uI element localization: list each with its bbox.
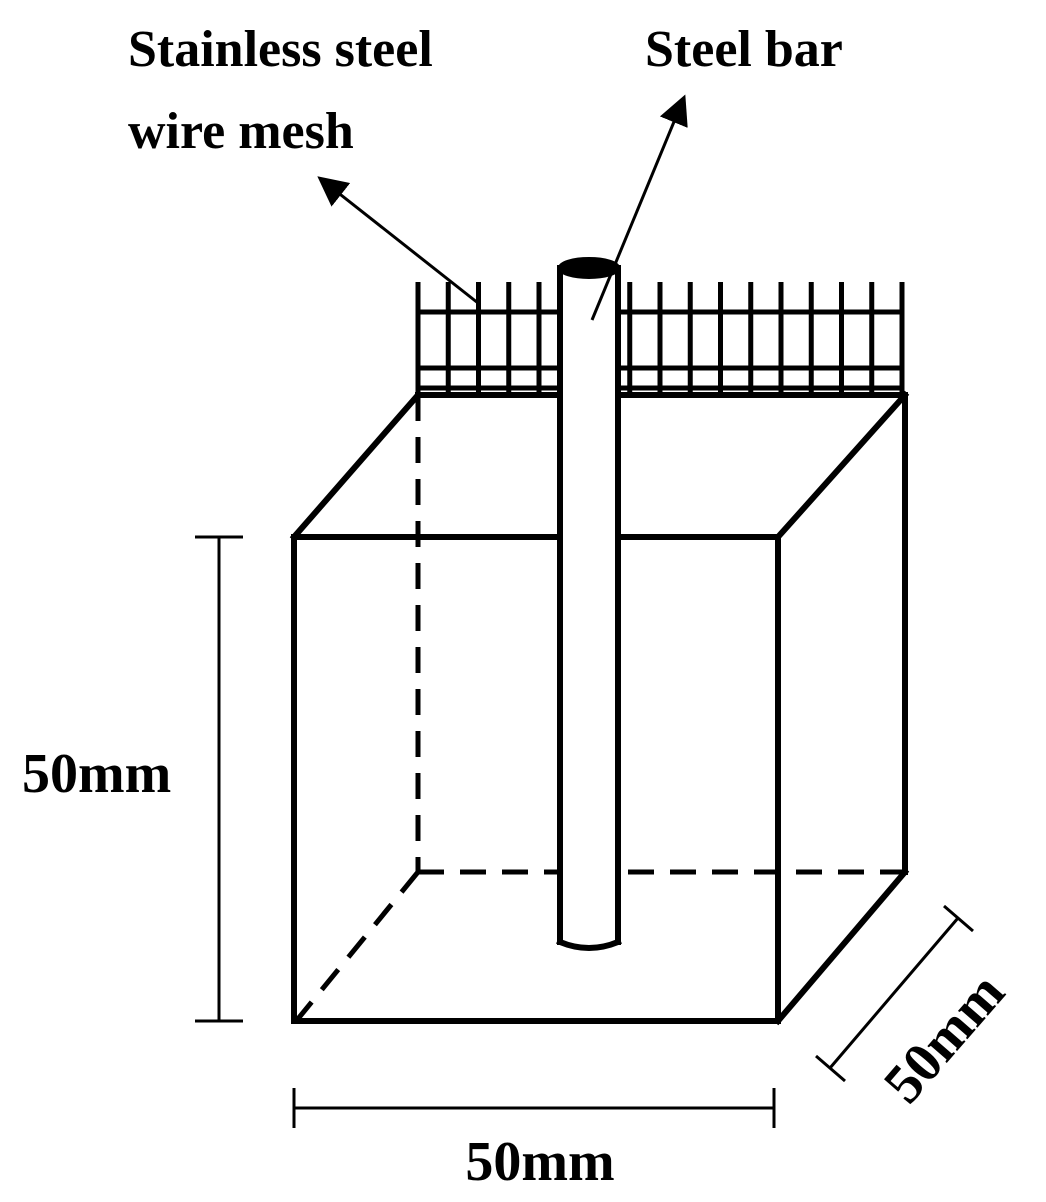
depth-dimension-line <box>828 917 960 1069</box>
height-label: 50mm <box>22 743 171 805</box>
cube-front-face <box>291 534 781 1024</box>
steel-bar-leader-arrow <box>590 94 688 321</box>
cube-edge-bottom-right <box>773 867 910 1026</box>
wire-mesh <box>415 282 905 392</box>
mesh-posts <box>415 282 905 392</box>
steel-bar-body-fill <box>560 268 618 942</box>
height-dimension <box>195 535 243 1023</box>
cube-edge-top-left <box>289 390 423 542</box>
steel-bar-bottom-cap <box>556 938 622 951</box>
depth-tick-near <box>815 1054 846 1083</box>
steel-bar-top-cap <box>558 257 620 279</box>
mesh-label-line2: wire mesh <box>128 103 354 160</box>
steel-bar-label: Steel bar <box>645 21 843 78</box>
cube-edge-top-right <box>773 390 910 542</box>
width-dimension <box>292 1088 776 1128</box>
width-label: 50mm <box>465 1131 614 1193</box>
hidden-edge-left-bottom <box>295 870 420 1022</box>
depth-label: 50mm <box>872 962 1017 1115</box>
mesh-label-line1: Stainless steel <box>128 21 433 78</box>
cube <box>289 390 910 1026</box>
depth-tick-far <box>943 904 974 933</box>
hidden-edges <box>295 395 905 1022</box>
mesh-leader-arrow <box>317 176 479 305</box>
steel-bar <box>556 257 622 951</box>
depth-dimension <box>815 904 974 1083</box>
